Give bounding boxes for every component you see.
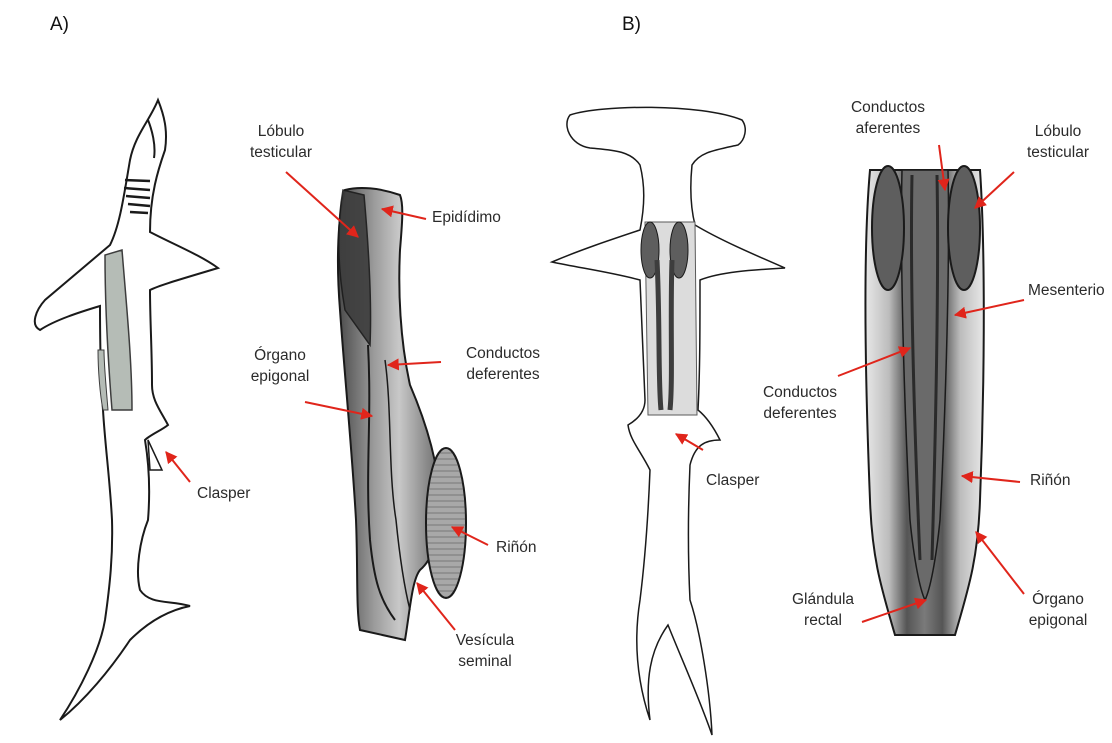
- label-lobulo-testicular-b: Lóbulo testicular: [1010, 121, 1106, 163]
- label-clasper-a: Clasper: [197, 483, 250, 504]
- label-lobulo-testicular-a: Lóbulo testicular: [233, 121, 329, 163]
- panel-a-letter: A): [50, 14, 69, 36]
- label-conductos-aferentes: Conductos aferentes: [833, 97, 943, 139]
- panel-b-letter: B): [622, 14, 641, 36]
- label-organo-epigonal-b: Órgano epigonal: [1010, 589, 1106, 631]
- label-conductos-deferentes-a: Conductos deferentes: [448, 343, 558, 385]
- label-clasper-b: Clasper: [706, 470, 759, 491]
- label-vesicula-seminal: Vesícula seminal: [440, 630, 530, 672]
- panel-b-organ-illustration: [865, 166, 983, 635]
- panel-a-organ-illustration: [338, 188, 466, 640]
- label-glandula-rectal: Glándula rectal: [775, 589, 871, 631]
- label-rinon-a: Riñón: [496, 537, 537, 558]
- label-conductos-deferentes-b: Conductos deferentes: [745, 382, 855, 424]
- label-epididimo: Epidídimo: [432, 207, 501, 228]
- panel-a-shark-illustration: [35, 100, 218, 720]
- label-mesenterio: Mesenterio: [1028, 280, 1105, 301]
- label-organo-epigonal-a: Órgano epigonal: [232, 345, 328, 387]
- label-rinon-b: Riñón: [1030, 470, 1071, 491]
